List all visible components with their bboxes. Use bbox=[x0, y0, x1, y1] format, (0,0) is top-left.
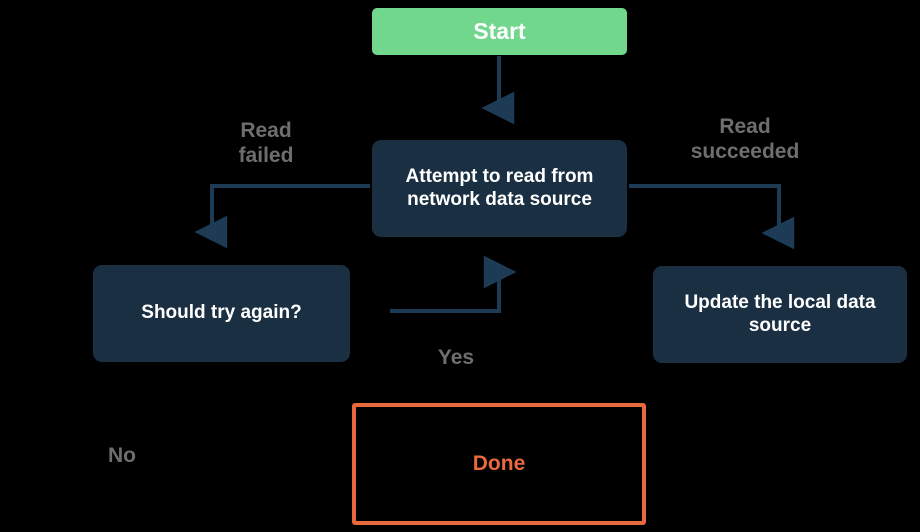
node-attempt-read[interactable]: Attempt to read from network data source bbox=[372, 140, 627, 237]
edge-attempt-to-update bbox=[629, 184, 795, 250]
node-should-try-again-label: Should try again? bbox=[141, 302, 302, 324]
edge-label-read-failed: Read failed bbox=[238, 119, 294, 168]
node-done-label: Done bbox=[472, 451, 526, 475]
node-done[interactable]: Done bbox=[352, 403, 646, 525]
node-update-local-source-label: Update the local data source bbox=[684, 292, 876, 336]
edge-label-read-succeeded: Read succeeded bbox=[690, 115, 800, 164]
node-should-try-again[interactable]: Should try again? bbox=[93, 265, 350, 362]
edge-attempt-to-retry bbox=[194, 184, 370, 249]
node-start-label: Start bbox=[473, 17, 526, 44]
edge-label-no: No bbox=[108, 444, 136, 467]
node-start[interactable]: Start bbox=[372, 8, 627, 55]
edge-label-yes: Yes bbox=[437, 346, 475, 369]
node-attempt-read-label: Attempt to read from network data source bbox=[405, 166, 594, 210]
edge-retry-yes-to-attempt bbox=[390, 255, 517, 313]
node-update-local-source[interactable]: Update the local data source bbox=[653, 266, 907, 363]
